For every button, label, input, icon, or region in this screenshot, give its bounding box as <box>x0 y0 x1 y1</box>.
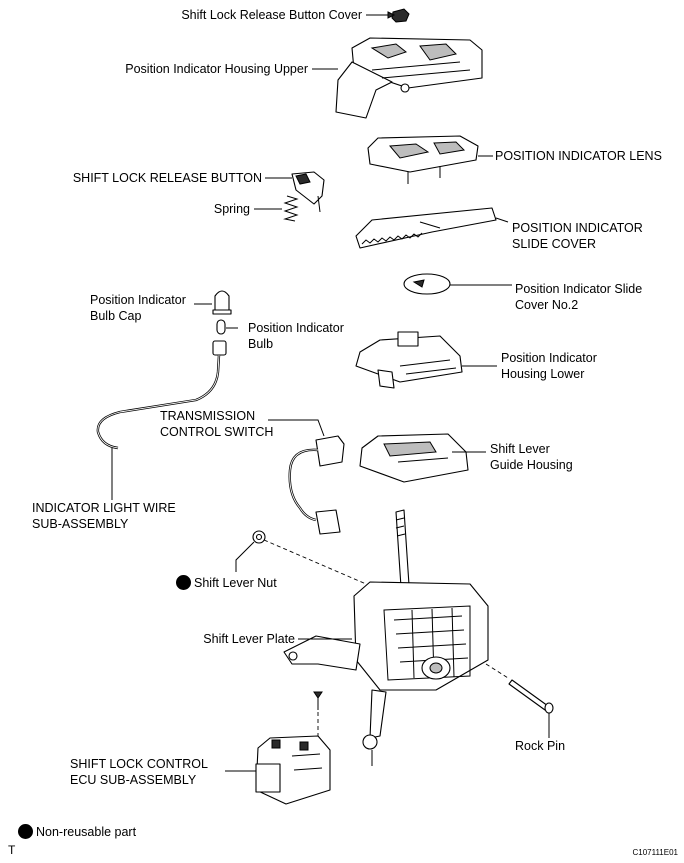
position-indicator-bulb-cap-part <box>194 290 232 315</box>
position-indicator-housing-upper-part <box>312 37 483 119</box>
footer-left-mark: T <box>8 843 16 857</box>
figure-code: C107111E01 <box>632 848 678 857</box>
label-shift-lock-ecu-line2: ECU SUB-ASSEMBLY <box>70 773 197 787</box>
rock-pin-part <box>485 663 554 738</box>
shift-lock-release-button-part <box>254 171 325 222</box>
label-housing-lower-line1: Position Indicator <box>501 351 597 365</box>
label-slide-cover-no2-line2: Cover No.2 <box>515 298 579 312</box>
label-bulb-line2: Bulb <box>248 337 274 351</box>
legend-dot-icon <box>18 824 33 839</box>
shift-lever-nut-part <box>235 530 381 591</box>
position-indicator-slide-cover-no2-part <box>403 273 512 295</box>
position-indicator-bulb-part <box>216 319 238 335</box>
label-position-indicator-lens: POSITION INDICATOR LENS <box>495 149 662 163</box>
label-position-indicator-housing-upper: Position Indicator Housing Upper <box>125 62 308 76</box>
label-guide-housing-line2: Guide Housing <box>490 458 573 472</box>
label-indicator-light-wire-line2: SUB-ASSEMBLY <box>32 517 129 531</box>
label-housing-lower-line2: Housing Lower <box>501 367 585 381</box>
shift-lever-guide-housing-part <box>359 433 486 483</box>
label-slide-cover-no2-line1: Position Indicator Slide <box>515 282 643 296</box>
label-bulb-cap-line2: Bulb Cap <box>90 309 142 323</box>
legend-non-reusable: Non-reusable part <box>18 824 136 840</box>
label-shift-lever-plate: Shift Lever Plate <box>203 632 295 646</box>
shift-lock-control-ecu-part <box>225 691 331 805</box>
label-indicator-light-wire-line1: INDICATOR LIGHT WIRE <box>32 501 176 515</box>
position-indicator-lens-part <box>367 135 493 184</box>
shift-lever-assembly-part <box>283 509 489 766</box>
label-shift-lock-release-button: SHIFT LOCK RELEASE BUTTON <box>72 171 262 185</box>
label-shift-lock-ecu-line1: SHIFT LOCK CONTROL <box>70 757 208 771</box>
transmission-control-switch-part <box>268 419 345 535</box>
position-indicator-housing-lower-part <box>355 331 497 389</box>
non-reusable-dot-icon <box>176 575 191 590</box>
label-bulb-line1: Position Indicator <box>248 321 344 335</box>
label-guide-housing-line1: Shift Lever <box>490 442 550 456</box>
label-spring: Spring <box>213 202 250 216</box>
shift-lock-release-button-cover-part <box>366 8 410 23</box>
label-shift-lever-nut-text: Shift Lever Nut <box>194 576 277 590</box>
indicator-light-wire-part <box>96 340 227 500</box>
label-transmission-control-switch-line2: CONTROL SWITCH <box>160 425 274 439</box>
label-shift-lock-release-button-cover: Shift Lock Release Button Cover <box>181 8 362 22</box>
label-bulb-cap-line1: Position Indicator <box>90 293 186 307</box>
legend-non-reusable-text: Non-reusable part <box>36 825 137 839</box>
label-position-indicator-slide-cover-line1: POSITION INDICATOR <box>512 221 643 235</box>
position-indicator-slide-cover-part <box>355 207 509 249</box>
label-position-indicator-slide-cover-line2: SLIDE COVER <box>512 237 597 251</box>
label-transmission-control-switch-line1: TRANSMISSION <box>160 409 256 423</box>
label-rock-pin: Rock Pin <box>515 739 566 753</box>
label-shift-lever-nut: Shift Lever Nut <box>176 575 277 591</box>
